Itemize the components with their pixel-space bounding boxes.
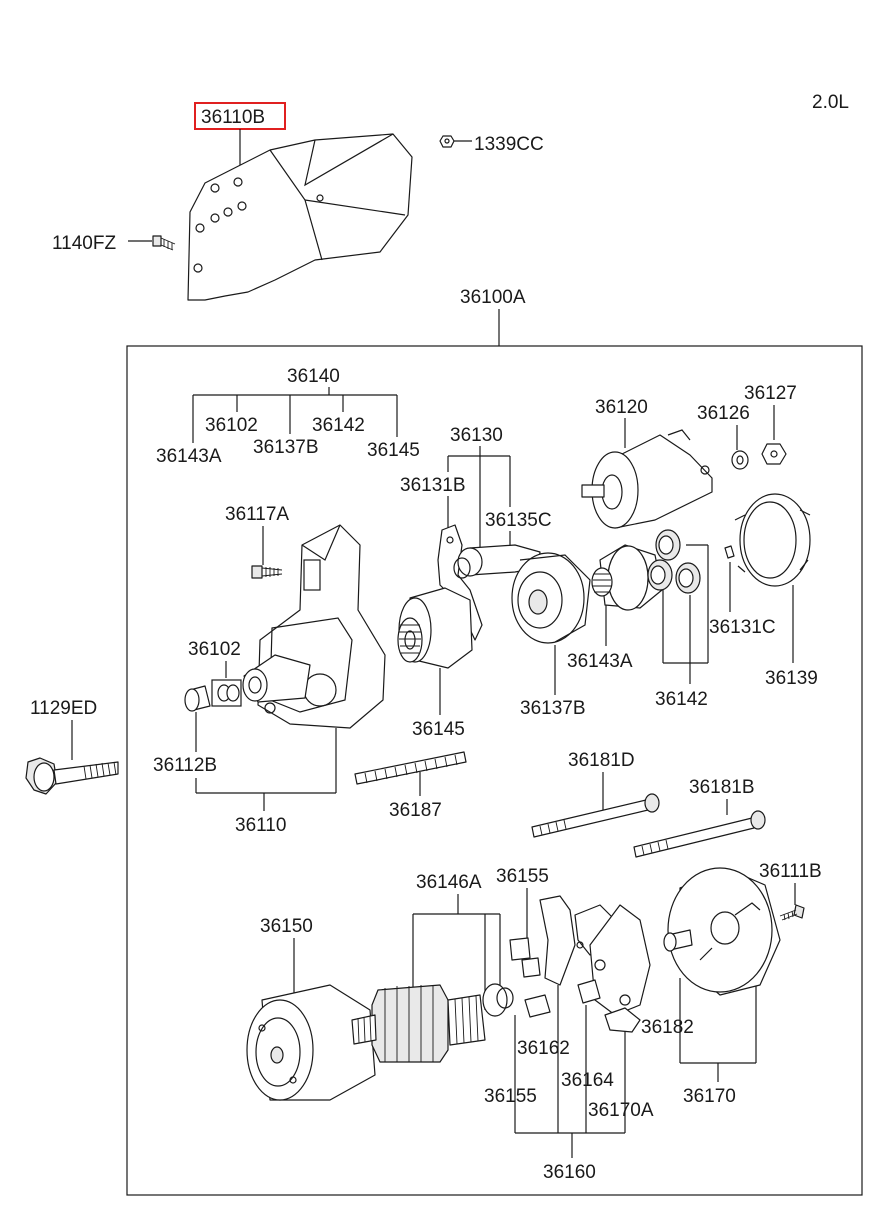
- part-label-36126[interactable]: 36126: [697, 403, 750, 424]
- heat-shield-part[interactable]: [187, 133, 413, 301]
- part-label-36110[interactable]: 36110: [235, 815, 286, 836]
- armature-part[interactable]: [351, 983, 514, 1063]
- bushing-36112B-part[interactable]: [184, 685, 211, 712]
- nut-36126-part[interactable]: [731, 450, 749, 470]
- front-housing-part[interactable]: [242, 524, 386, 729]
- part-label-36182[interactable]: 36182: [641, 1017, 694, 1038]
- part-label-1129ED[interactable]: 1129ED: [30, 698, 97, 719]
- part-label-36102[interactable]: 36102: [188, 639, 241, 660]
- bushing-36182-part[interactable]: [663, 929, 693, 952]
- part-label-36162[interactable]: 36162: [517, 1038, 570, 1059]
- key-36131C-part[interactable]: [724, 545, 735, 559]
- part-label-36145[interactable]: 36145: [412, 719, 465, 740]
- part-label-36131B[interactable]: 36131B: [400, 475, 466, 496]
- screw-1140FZ-part[interactable]: [152, 235, 176, 251]
- part-label-36164[interactable]: 36164: [561, 1070, 614, 1091]
- brush-holder-part[interactable]: [539, 895, 651, 1016]
- part-label-36139[interactable]: 36139: [765, 668, 818, 689]
- engine-label: 2.0L: [812, 92, 849, 113]
- part-label-36131C[interactable]: 36131C: [709, 617, 776, 638]
- rear-bracket-part[interactable]: [667, 867, 781, 996]
- part-label-36111B[interactable]: 36111B: [759, 861, 822, 882]
- stud-36187-part[interactable]: [354, 751, 467, 785]
- through-bolt-36181B-part[interactable]: [633, 810, 766, 858]
- part-label-36170A[interactable]: 36170A: [588, 1100, 654, 1121]
- part-label-36120[interactable]: 36120: [595, 397, 648, 418]
- part-label-36150[interactable]: 36150: [260, 916, 313, 937]
- through-bolt-36181D-part[interactable]: [531, 793, 660, 838]
- leader-lines: [71, 129, 863, 1196]
- clip-36170A-part[interactable]: [604, 1007, 641, 1033]
- part-label-36145-group[interactable]: 36145: [367, 440, 420, 461]
- part-label-36143A[interactable]: 36143A: [567, 651, 633, 672]
- overrunning-clutch-part[interactable]: [397, 587, 473, 669]
- internal-gear-part[interactable]: [734, 493, 811, 587]
- part-label-36137B[interactable]: 36137B: [520, 698, 586, 719]
- part-label-36155[interactable]: 36155: [484, 1086, 537, 1107]
- part-label-36112B[interactable]: 36112B: [153, 755, 217, 776]
- nut-36127-part[interactable]: [761, 443, 787, 465]
- part-label-36187[interactable]: 36187: [389, 800, 442, 821]
- part-label-36102-group[interactable]: 36102: [205, 415, 258, 436]
- planet-gears-part[interactable]: [647, 529, 701, 594]
- part-label-36142[interactable]: 36142: [655, 689, 708, 710]
- screw-36111B-part[interactable]: [779, 904, 805, 921]
- part-label-36140[interactable]: 36140: [287, 366, 340, 387]
- part-label-36181D[interactable]: 36181D: [568, 750, 635, 771]
- nut-1339CC-part[interactable]: [439, 135, 455, 148]
- part-label-36142-group[interactable]: 36142: [312, 415, 365, 436]
- yoke-part[interactable]: [246, 984, 376, 1101]
- part-label-36135C[interactable]: 36135C: [485, 510, 552, 531]
- part-label-36146A[interactable]: 36146A: [416, 872, 482, 893]
- planetary-shaft-part[interactable]: [591, 544, 663, 611]
- bolt-36117A-part[interactable]: [251, 565, 283, 579]
- part-label-36100A[interactable]: 36100A: [460, 287, 526, 308]
- bushing-36102-part[interactable]: [211, 679, 242, 707]
- part-label-36127[interactable]: 36127: [744, 383, 797, 404]
- part-label-36130[interactable]: 36130: [450, 425, 503, 446]
- brush-36155-part[interactable]: [509, 937, 551, 1018]
- part-label-36137B-group[interactable]: 36137B: [253, 437, 319, 458]
- gear-housing-part[interactable]: [511, 552, 591, 644]
- part-label-36155-top[interactable]: 36155: [496, 866, 549, 887]
- part-label-1339CC[interactable]: 1339CC: [474, 134, 544, 155]
- part-label-36160[interactable]: 36160: [543, 1162, 596, 1183]
- part-label-36181B[interactable]: 36181B: [689, 777, 755, 798]
- part-label-1140FZ[interactable]: 1140FZ: [52, 233, 116, 254]
- assembly-frame: [126, 345, 863, 1196]
- part-label-36110B[interactable]: 36110B: [201, 107, 265, 128]
- part-label-36170[interactable]: 36170: [683, 1086, 736, 1107]
- part-label-36117A[interactable]: 36117A: [225, 504, 289, 525]
- part-label-36143A-group[interactable]: 36143A: [156, 446, 222, 467]
- solenoid-part[interactable]: [581, 429, 713, 529]
- bolt-1129ED-part[interactable]: [25, 757, 119, 795]
- brush-spring-part[interactable]: [577, 979, 601, 1004]
